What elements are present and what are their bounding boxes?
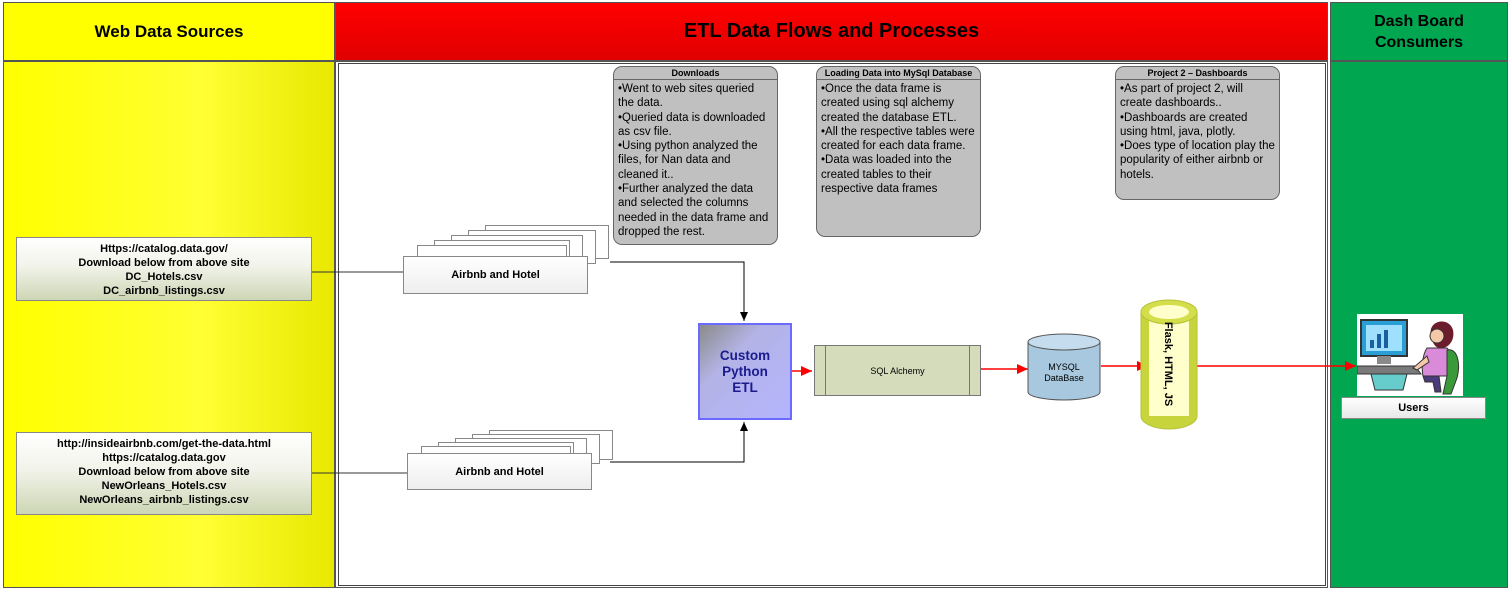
sql-alchemy-process: SQL Alchemy bbox=[814, 345, 981, 396]
sql-alchemy-label: SQL Alchemy bbox=[870, 365, 925, 376]
flask-label: Flask, HTML, JS bbox=[1162, 322, 1174, 406]
source-line: DC_Hotels.csv bbox=[125, 271, 203, 283]
note-dashboards: Project 2 – Dashboards •As part of proje… bbox=[1115, 66, 1280, 200]
source-line: NewOrleans_airbnb_listings.csv bbox=[79, 494, 249, 506]
custom-python-etl-box: Custom Python ETL bbox=[698, 323, 792, 420]
user-at-computer-icon bbox=[1357, 314, 1463, 396]
mysql-database-cylinder: MYSQL DataBase bbox=[1027, 333, 1101, 401]
etl-label-line1: Custom bbox=[719, 347, 771, 363]
source-line: Download below from above site bbox=[78, 257, 250, 269]
lane-title-etl: ETL Data Flows and Processes bbox=[683, 20, 980, 42]
flask-html-js-cylinder: Flask, HTML, JS bbox=[1140, 299, 1198, 430]
source-line: http://insideairbnb.com/get-the-data.htm… bbox=[57, 438, 271, 450]
connector-docs1-to-etl bbox=[610, 261, 748, 321]
database-label-line2: DataBase bbox=[1044, 373, 1084, 383]
process-bar-right bbox=[969, 346, 980, 395]
source-line: https://catalog.data.gov bbox=[102, 452, 226, 464]
source-line: Download below from above site bbox=[78, 466, 250, 478]
process-bar-left bbox=[815, 346, 826, 395]
etl-label-line2: Python bbox=[722, 363, 768, 379]
lane-header-etl: ETL Data Flows and Processes bbox=[335, 2, 1328, 61]
source-box-new-orleans: http://insideairbnb.com/get-the-data.htm… bbox=[16, 432, 312, 515]
document-label: Airbnb and Hotel bbox=[451, 269, 540, 281]
document-front: Airbnb and Hotel bbox=[407, 453, 592, 490]
etl-label-line3: ETL bbox=[732, 379, 758, 395]
note-loading-data: Loading Data into MySql Database •Once t… bbox=[816, 66, 981, 237]
source-line: NewOrleans_Hotels.csv bbox=[101, 480, 227, 492]
document-label: Airbnb and Hotel bbox=[455, 465, 544, 478]
note-downloads: Downloads •Went to web sites queried the… bbox=[613, 66, 778, 245]
users-label: Users bbox=[1398, 402, 1429, 414]
document-front: Airbnb and Hotel bbox=[403, 256, 588, 294]
note-item: •Using python analyzed the files, for Na… bbox=[618, 140, 758, 181]
source-box-dc: Https://catalog.data.gov/ Download below… bbox=[16, 237, 312, 301]
lane-title-dashboard-line2: Consumers bbox=[1374, 33, 1463, 51]
note-title: Downloads bbox=[614, 67, 777, 80]
database-label-line1: MYSQL bbox=[1048, 362, 1080, 372]
note-item: •Went to web sites queried the data. bbox=[618, 83, 755, 110]
source-line: DC_airbnb_listings.csv bbox=[103, 285, 225, 297]
note-item: •Further analyzed the data and selected … bbox=[618, 183, 769, 238]
note-item: •Queried data is downloaded as csv file. bbox=[618, 111, 766, 138]
lane-body-etl-border bbox=[338, 63, 1326, 586]
note-item: •Dashboards are created using html, java… bbox=[1120, 111, 1248, 138]
note-item: •Once the data frame is created using sq… bbox=[821, 83, 957, 124]
document-stack-1: Airbnb and Hotel bbox=[400, 225, 615, 297]
lane-title-web: Web Data Sources bbox=[94, 21, 244, 41]
lane-header-dashboard-consumers: Dash Board Consumers bbox=[1330, 2, 1508, 61]
lane-header-web-data-sources: Web Data Sources bbox=[3, 2, 335, 61]
note-item: •Does type of location play the populari… bbox=[1120, 140, 1275, 181]
note-title: Loading Data into MySql Database bbox=[817, 67, 980, 80]
users-box: Users bbox=[1341, 397, 1486, 419]
connector-docs2-to-etl bbox=[610, 422, 748, 463]
note-item: •As part of project 2, will create dashb… bbox=[1120, 83, 1243, 110]
note-item: •All the respective tables were created … bbox=[821, 125, 975, 153]
note-title: Project 2 – Dashboards bbox=[1116, 67, 1279, 80]
source-line: Https://catalog.data.gov/ bbox=[100, 243, 228, 255]
document-stack-2: Airbnb and Hotel bbox=[404, 430, 619, 492]
note-item: •Data was loaded into the created tables… bbox=[821, 154, 952, 196]
lane-title-dashboard-line1: Dash Board bbox=[1374, 12, 1464, 30]
